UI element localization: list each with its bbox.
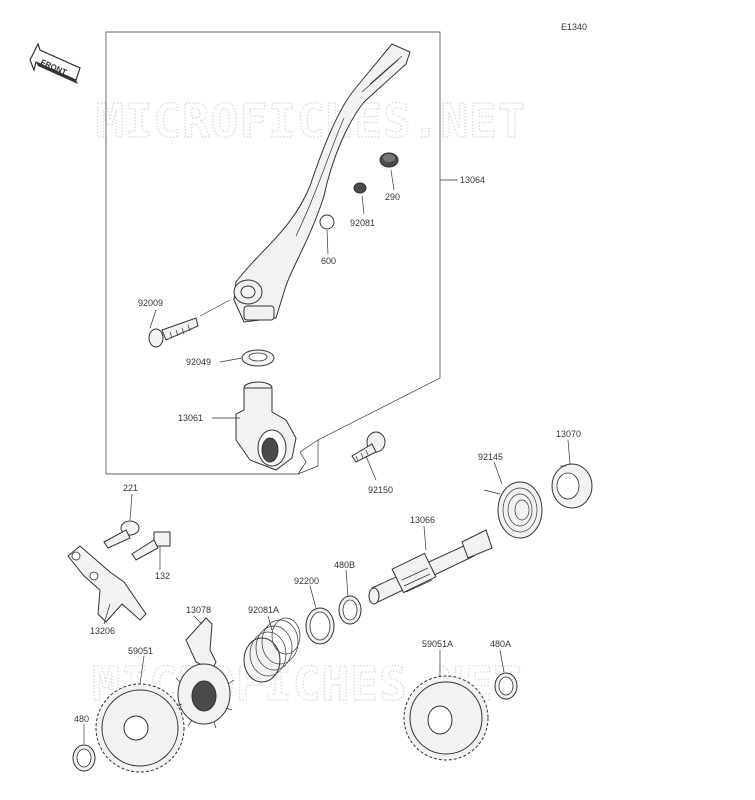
part-92200-washer: [305, 607, 335, 645]
part-480-circlip: [72, 744, 96, 772]
front-arrow-icon: FRONT: [29, 42, 81, 84]
label-92081: 92081: [350, 218, 375, 228]
part-132-bolt: [131, 531, 171, 561]
part-13078-ratchet: [175, 617, 235, 729]
label-13064: 13064: [460, 175, 485, 185]
part-480B-circlip: [338, 595, 362, 625]
label-480A: 480A: [490, 639, 511, 649]
watermark-top: MICROFICHES.NET: [96, 94, 526, 148]
label-92081A: 92081A: [248, 605, 279, 615]
label-59051A: 59051A: [422, 639, 453, 649]
label-132: 132: [155, 571, 170, 581]
part-92009-bolt: [148, 317, 199, 348]
label-92145: 92145: [478, 452, 503, 462]
label-92200: 92200: [294, 576, 319, 586]
part-290-rubber: [379, 152, 399, 168]
part-13061-boss: [235, 381, 297, 471]
part-92049-washer: [241, 349, 275, 367]
part-92081-spring: [353, 182, 367, 194]
label-600: 600: [321, 256, 336, 266]
part-480A-circlip: [494, 672, 518, 700]
label-92009: 92009: [138, 298, 163, 308]
part-13070-collar: [551, 463, 593, 509]
part-59051-gear: [95, 683, 185, 773]
label-92049: 92049: [186, 357, 211, 367]
part-92150-bolt: [351, 431, 386, 463]
part-92081A-spring: [243, 617, 301, 683]
kick-lever-13064: [233, 43, 411, 323]
label-480: 480: [74, 714, 89, 724]
label-92150: 92150: [368, 485, 393, 495]
diagram-code: E1340: [561, 22, 587, 32]
part-600-ball: [319, 214, 335, 230]
label-221: 221: [123, 483, 138, 493]
part-92145-spring: [483, 481, 543, 539]
part-13206-guide: [67, 545, 147, 623]
label-13061: 13061: [178, 413, 203, 423]
label-13078: 13078: [186, 605, 211, 615]
part-59051A-gear: [403, 675, 489, 761]
label-59051: 59051: [128, 646, 153, 656]
label-290: 290: [385, 192, 400, 202]
assembly-boundary: [105, 31, 441, 475]
label-13206: 13206: [90, 626, 115, 636]
label-480B: 480B: [334, 560, 355, 570]
label-13066: 13066: [410, 515, 435, 525]
part-221-bolt: [103, 520, 140, 549]
part-13066-shaft: [368, 529, 493, 605]
assembly-break-mark: [297, 439, 319, 475]
label-13070: 13070: [556, 429, 581, 439]
